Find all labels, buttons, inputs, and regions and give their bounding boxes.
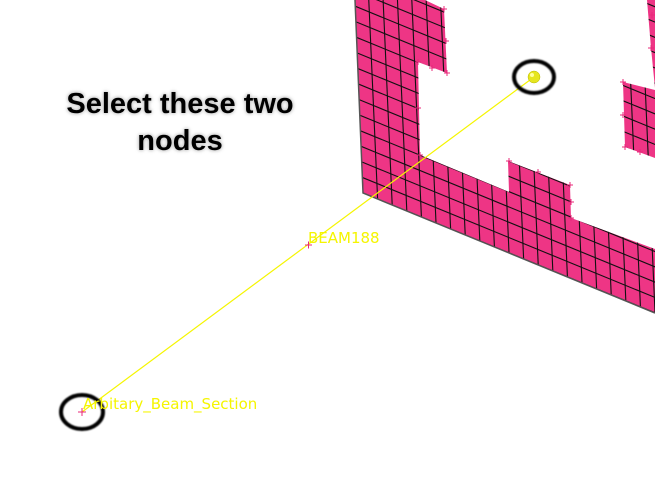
mesh-fill <box>355 0 655 313</box>
selected-node-sphere[interactable] <box>527 70 541 84</box>
mesh-edge <box>367 0 379 199</box>
instruction-line-1: Select these two <box>66 88 294 120</box>
highlight-circle-top-node <box>512 59 556 95</box>
mesh-edge <box>410 0 422 217</box>
shell-mesh-plate[interactable] <box>340 0 655 354</box>
section-name-label: Arbitary_Beam_Section <box>83 395 258 413</box>
mesh-edge <box>355 167 655 309</box>
highlight-circle-bottom-node <box>59 393 105 431</box>
node-sphere-highlight <box>530 73 534 77</box>
mesh-edge <box>355 152 655 293</box>
bottom-node[interactable] <box>78 408 86 416</box>
mesh-edge <box>382 0 393 205</box>
beam-mid-node[interactable] <box>305 241 312 249</box>
mesh-edge <box>355 121 655 263</box>
mesh-edge <box>355 137 655 278</box>
plate-edge <box>354 0 655 314</box>
instruction-text: Select these two nodes <box>30 86 330 160</box>
node-markers <box>415 6 655 221</box>
element-type-label: BEAM188 <box>308 229 380 247</box>
mesh-edge <box>396 0 408 211</box>
instruction-line-2: nodes <box>137 125 223 157</box>
